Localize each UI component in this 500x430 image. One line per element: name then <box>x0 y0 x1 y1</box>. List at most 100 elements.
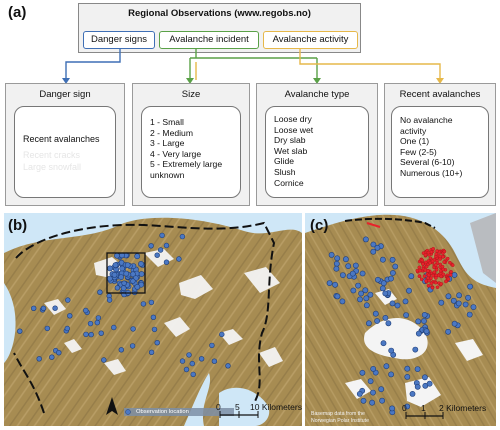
observation-dot <box>118 274 124 280</box>
danger-signs-button[interactable]: Danger signs <box>83 31 155 49</box>
observation-dot <box>380 340 387 347</box>
observation-dot <box>379 285 386 292</box>
observation-dot <box>332 281 338 288</box>
list-item: No avalanche <box>400 115 453 125</box>
yellow-connector <box>299 48 441 80</box>
panel-a-label: (a) <box>8 4 27 21</box>
observation-dot <box>163 242 170 249</box>
observation-dot <box>435 285 440 289</box>
observation-dot <box>64 325 70 332</box>
panel-b-label: (b) <box>8 217 28 234</box>
observation-dot <box>370 365 377 372</box>
observation-dot <box>163 259 170 265</box>
observation-dot <box>406 287 412 294</box>
list-item: 2 - Medium <box>150 127 193 138</box>
observation-dot <box>134 284 141 290</box>
observation-dot <box>352 262 359 269</box>
observation-dot <box>183 366 190 373</box>
avalanche-incident-button[interactable]: Avalanche incident <box>159 31 259 49</box>
observation-dot <box>389 256 396 263</box>
observation-dot <box>345 263 352 269</box>
observation-dot <box>112 262 119 268</box>
observation-dot <box>441 272 446 277</box>
observation-dot <box>445 256 450 261</box>
observation-dot <box>422 274 427 278</box>
study-area-boundary <box>13 221 276 414</box>
observation-dot <box>326 280 333 286</box>
observation-dot <box>456 292 462 299</box>
observation-dot <box>424 279 428 283</box>
map-c-canvas <box>305 213 496 426</box>
observation-dot <box>36 356 42 362</box>
observation-dot <box>385 320 392 327</box>
observation-dot <box>157 247 164 253</box>
list-item-faded: Large snowfall <box>23 162 82 172</box>
observation-dot <box>106 275 113 282</box>
observation-dot <box>367 291 374 298</box>
category-title: Danger sign <box>39 89 91 100</box>
avalanche-activity-button[interactable]: Avalanche activity <box>263 31 358 49</box>
category-danger-sign: Danger sign Recent avalanches Recent cra… <box>5 83 125 206</box>
observation-dot <box>134 253 141 260</box>
observation-dot <box>154 252 160 258</box>
observation-dot <box>98 330 104 336</box>
observation-dot <box>428 261 432 265</box>
snow-patches-c <box>345 289 483 407</box>
observation-dot <box>404 403 411 410</box>
observation-dot <box>450 263 455 268</box>
observation-dot <box>333 260 340 267</box>
observation-dot <box>148 243 154 249</box>
observation-dot <box>412 346 419 353</box>
observation-dot <box>426 269 430 273</box>
observation-dot <box>44 325 50 332</box>
observation-dot <box>415 268 420 273</box>
observation-dot <box>421 262 425 266</box>
observation-dot <box>438 299 445 306</box>
observation-dot <box>429 281 434 286</box>
green-arrowhead-left <box>186 78 194 84</box>
observation-dot <box>138 261 144 267</box>
category-avalanche-type: Avalanche type Loose dry Loose wet Dry s… <box>256 83 378 206</box>
list-item: Cornice <box>274 177 304 188</box>
observation-dot <box>426 250 431 255</box>
observation-dot <box>138 271 145 277</box>
observation-dot <box>394 302 401 309</box>
observation-dot <box>414 383 421 390</box>
observation-dot <box>359 270 366 277</box>
observation-dot <box>389 300 396 307</box>
green-arrowhead-right <box>313 78 321 84</box>
observation-dot <box>434 267 439 272</box>
cluster-points <box>415 247 455 290</box>
observation-dot <box>423 328 430 335</box>
observation-dot <box>448 260 452 265</box>
observation-dot <box>442 249 447 254</box>
list-item: Slush <box>274 166 296 177</box>
list-item-faded: Recent cracks <box>23 150 81 160</box>
observation-dot <box>190 371 196 378</box>
observation-dot <box>462 301 469 308</box>
category-size: Size 1 - Small 2 - Medium 3 - Large 4 - … <box>132 83 250 206</box>
scale-bar-b <box>219 411 259 418</box>
list-item: Wet slab <box>274 145 308 156</box>
observation-dot <box>219 331 225 338</box>
observation-dot <box>432 270 437 275</box>
observation-dot <box>417 274 422 279</box>
list-item: 4 - Very large <box>150 148 202 159</box>
observation-dot <box>426 284 431 288</box>
observation-dot <box>363 302 370 309</box>
list-item: Loose wet <box>274 124 314 135</box>
observation-dot <box>334 255 341 262</box>
observation-dot <box>198 356 205 362</box>
observation-dot <box>379 397 385 404</box>
legend-bar <box>124 408 234 416</box>
observation-dot <box>121 280 127 286</box>
observation-dot <box>40 305 47 312</box>
map-c: Basemap data from the Norwegian Polar In… <box>305 213 496 426</box>
land-mass <box>4 217 302 426</box>
observation-dot <box>148 299 155 306</box>
observation-dot <box>392 263 399 270</box>
observation-dot <box>129 343 136 349</box>
map-b: Observation location 0 5 10 Kilometers (… <box>4 213 302 426</box>
observation-dot <box>450 297 457 304</box>
boundary-c <box>344 217 436 229</box>
